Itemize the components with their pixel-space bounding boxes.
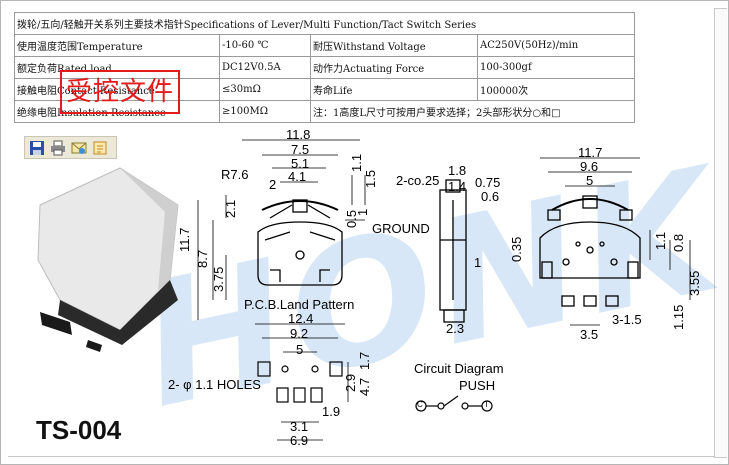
model-number: TS-004 <box>36 415 122 445</box>
image-toolbar <box>24 136 117 159</box>
dim-label: 2 <box>269 177 277 192</box>
dim-label: 0.6 <box>481 189 500 204</box>
circuit-push-label: PUSH <box>459 378 496 393</box>
front-dimension-lines <box>197 139 366 320</box>
dim-label: 0.8 <box>671 233 686 252</box>
pcb-land-pattern-label: P.C.B.Land Pattern <box>244 297 355 312</box>
dim-label: 1.9 <box>322 404 341 419</box>
controlled-document-stamp: 受控文件 <box>60 70 180 114</box>
dim-label: 6.9 <box>290 433 309 448</box>
bottom-edge <box>8 456 715 463</box>
circuit-terminal-t: T <box>484 400 489 409</box>
dim-label: 0.75 <box>475 175 501 190</box>
spec-row: 使用温度范围Temperature -10-60 ℃ 耐压Withstand V… <box>14 34 635 57</box>
dim-label: 2-co.25 <box>396 173 440 188</box>
dim-label: 1.15 <box>671 304 686 330</box>
pcb-holes-label: 2- φ 1.1 HOLES <box>168 377 261 392</box>
pcb-land-pattern <box>255 323 349 441</box>
dim-label: 11.8 <box>286 127 311 142</box>
dim-label: 3.75 <box>211 266 226 292</box>
dim-label: 7.5 <box>291 142 310 157</box>
dim-label: 3-1.5 <box>612 312 642 327</box>
print-icon[interactable] <box>49 139 67 157</box>
dim-label: 4.7 <box>357 377 372 396</box>
side-view <box>439 179 467 323</box>
right-scroll-edge <box>714 8 727 458</box>
dim-label: 1.1 <box>349 153 364 172</box>
circuit-diagram <box>415 395 493 412</box>
save-icon[interactable] <box>28 139 46 157</box>
dim-label: 1.5 <box>363 169 378 188</box>
dim-label: 1.7 <box>357 351 372 370</box>
dim-label: 3.1 <box>290 419 309 434</box>
spec-table: 拨轮/五向/轻触开关系列主要技术指针Specifications of Leve… <box>14 12 635 123</box>
spec-row: 绝缘电阻Insulation Resistance ≥100MΩ 注：1高度L尺… <box>14 100 635 123</box>
dim-label: 9.2 <box>290 326 309 341</box>
dim-label: 2.9 <box>343 373 358 392</box>
dim-label: 3.5 <box>580 327 599 342</box>
dim-label: 1.8 <box>448 163 467 178</box>
dim-label: 5.1 <box>291 156 310 171</box>
dim-label: 1.4 <box>448 179 467 194</box>
dim-label: 0.35 <box>509 236 524 262</box>
dim-label: 1.1 <box>653 231 668 250</box>
product-photo <box>37 167 179 352</box>
dim-label: 1 <box>474 255 482 270</box>
back-view <box>539 195 641 307</box>
spec-note: 注：1高度L尺寸可按用户要求选择；2头部形状分○和□ <box>310 100 635 123</box>
dim-label: 11.7 <box>578 145 603 160</box>
edit-icon[interactable] <box>91 139 109 157</box>
dim-label: 4.1 <box>288 169 307 184</box>
spec-row: 接触电阻Contact Resistance ≤30mΩ 寿命Life 1000… <box>14 78 635 101</box>
circuit-diagram-title: Circuit Diagram <box>414 361 504 376</box>
dim-label: 8.7 <box>195 249 210 268</box>
circuit-terminal-c: C <box>417 400 423 409</box>
dim-label: 11.7 <box>177 227 192 252</box>
mail-icon[interactable] <box>70 139 88 157</box>
dim-label: 3.55 <box>687 270 702 296</box>
dim-label: 5 <box>586 173 594 188</box>
dim-label: 12.4 <box>288 311 314 326</box>
spec-value: ≥100MΩ <box>219 100 311 123</box>
dim-label: R7.6 <box>221 167 249 182</box>
dim-label: 9.6 <box>580 159 599 174</box>
front-view <box>257 199 343 286</box>
dim-label: 2.1 <box>223 199 238 218</box>
dim-label: 5 <box>296 342 304 357</box>
dim-label: 2.3 <box>446 321 465 336</box>
back-dimension-lines <box>540 157 691 326</box>
ground-label: GROUND <box>372 221 430 236</box>
dim-label: 1 <box>355 208 370 216</box>
